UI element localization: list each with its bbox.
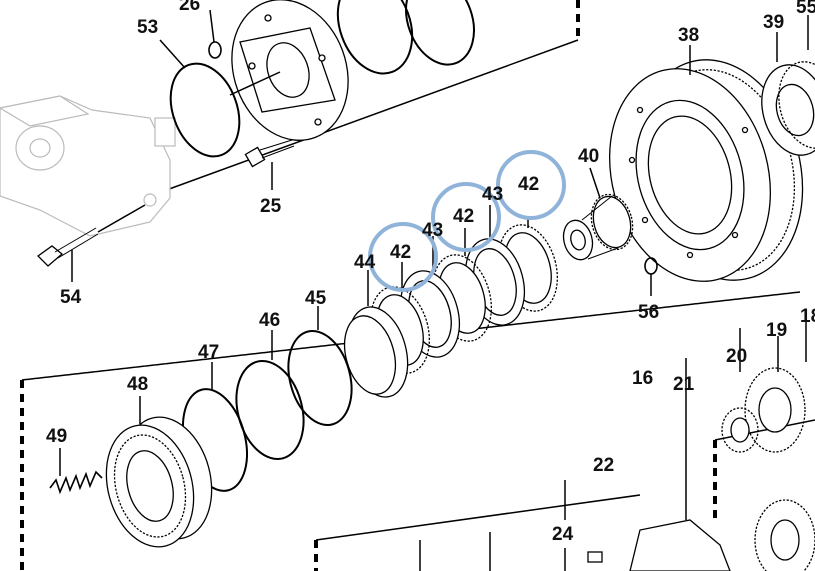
- label-48: 48: [127, 374, 148, 395]
- label-43-b: 43: [482, 184, 503, 205]
- bolt-54: [36, 204, 146, 282]
- seal-ring-46: [235, 359, 305, 461]
- o-ring-53: [169, 62, 241, 158]
- label-42-a: 42: [390, 242, 411, 263]
- label-43-a: 43: [422, 220, 443, 241]
- o-ring-26: [208, 41, 222, 59]
- label-20: 20: [726, 346, 747, 367]
- bearing-39: [761, 15, 815, 156]
- label-46: 46: [259, 310, 280, 331]
- seal-ring-top-a: [336, 0, 414, 75]
- label-53: 53: [137, 17, 158, 38]
- ring-gear-housing-38: [608, 45, 804, 282]
- label-40: 40: [578, 146, 599, 167]
- spring-49: [49, 448, 103, 495]
- screw-25: [244, 139, 295, 190]
- label-56: 56: [638, 302, 659, 323]
- highlight-circle-42b: [431, 182, 501, 252]
- label-25: 25: [260, 196, 282, 217]
- label-47: 47: [198, 342, 219, 363]
- label-39: 39: [763, 12, 784, 33]
- label-45: 45: [305, 288, 327, 309]
- label-19: 19: [766, 320, 787, 341]
- seal-ring-45: [287, 329, 353, 427]
- label-49: 49: [46, 426, 67, 447]
- cover-plate: [229, 0, 349, 141]
- planet-gears: [685, 320, 815, 571]
- label-55: 55: [796, 0, 815, 18]
- hydraulic-motor: [0, 95, 176, 237]
- highlight-circle-42a: [368, 222, 438, 292]
- label-22: 22: [593, 455, 614, 476]
- spring-holder-48: [105, 396, 213, 548]
- sun-gear-40: [562, 167, 634, 261]
- label-44: 44: [354, 252, 376, 273]
- label-54: 54: [60, 287, 82, 308]
- label-16: 16: [632, 368, 653, 389]
- label-21: 21: [673, 374, 695, 395]
- piston-44: [343, 270, 409, 398]
- label-42-b: 42: [453, 206, 474, 227]
- label-18: 18: [800, 306, 815, 327]
- label-24: 24: [552, 524, 574, 545]
- label-42-c: 42: [518, 174, 539, 195]
- carrier-bottom: [419, 480, 731, 571]
- highlight-circle-42c: [496, 150, 566, 220]
- label-26: 26: [179, 0, 200, 15]
- label-38: 38: [678, 25, 699, 46]
- o-ring-56: [644, 257, 658, 275]
